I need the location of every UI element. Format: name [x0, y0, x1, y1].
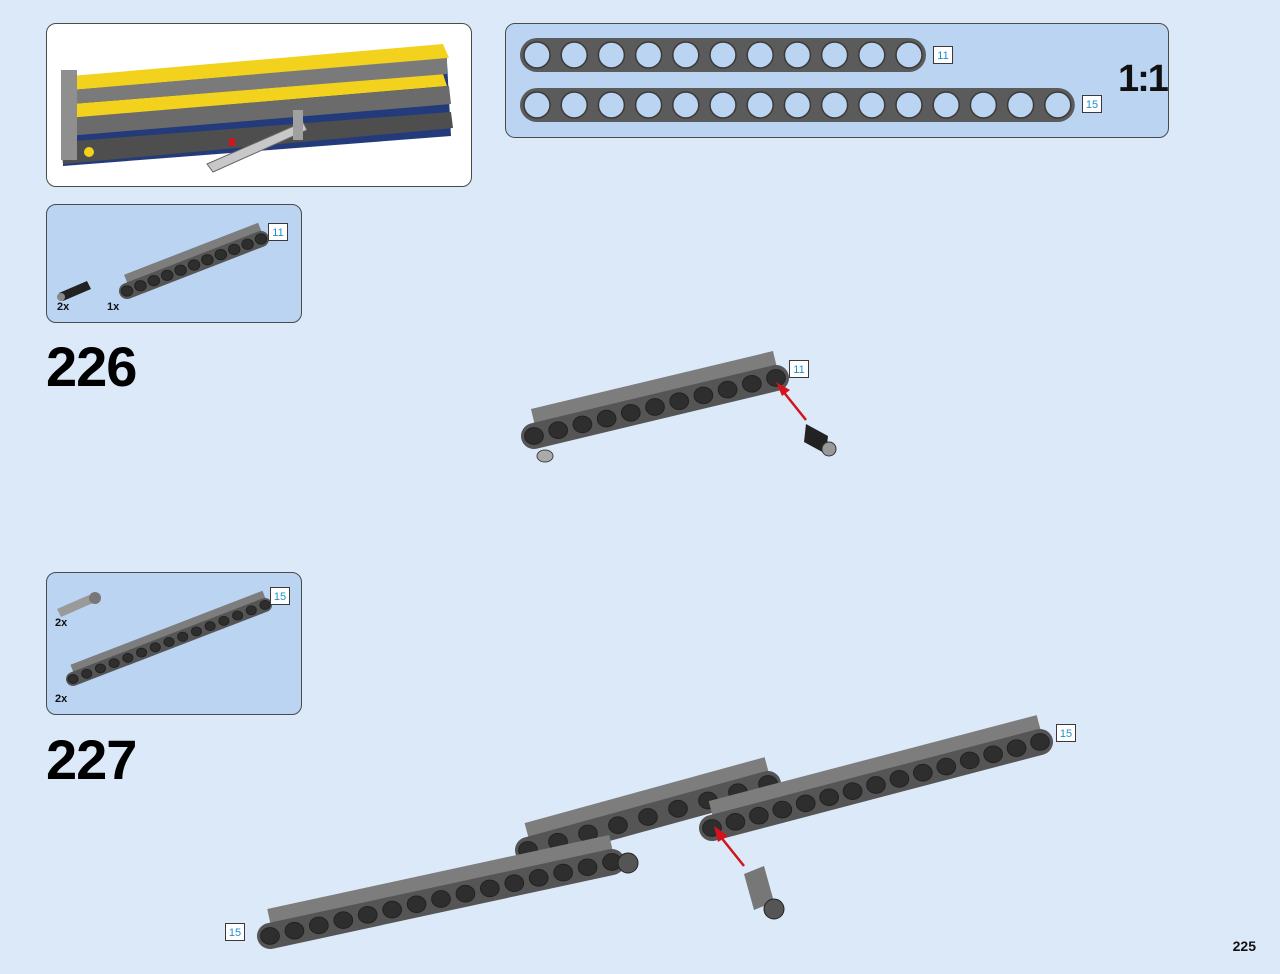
beam-15: [66, 590, 272, 686]
beam-hole: [895, 41, 923, 69]
beam-length-label-11: 11: [933, 46, 953, 64]
callout-length-label-15-right: 15: [1056, 724, 1076, 742]
page-number: 225: [1232, 938, 1256, 954]
axle-pin-grey-icon: [57, 592, 101, 617]
beam-hole: [895, 91, 923, 119]
beam-hole: [709, 91, 737, 119]
beam-hole: [858, 41, 886, 69]
beam-length-label-15: 15: [1082, 95, 1102, 113]
scale-beams: [520, 38, 1075, 122]
parts-227-image: [57, 590, 272, 686]
insert-arrow: [719, 835, 745, 867]
beam-15-icon: [66, 590, 272, 686]
beam-hole: [820, 91, 849, 119]
insert-arrow: [781, 389, 807, 421]
callout-length-label-15-left: 15: [225, 923, 245, 941]
beam-hole: [523, 91, 551, 119]
parts-226-image: [57, 222, 269, 301]
parts-list-227: 15 2x 2x: [46, 572, 302, 715]
beam-hole: [523, 41, 551, 69]
assembly-beam-11: [521, 351, 789, 449]
part-length-label: 15: [270, 587, 290, 605]
scale-reference-panel: 11 15 1:1: [505, 23, 1169, 138]
beam-11: [119, 222, 269, 299]
beam-hole: [1006, 91, 1035, 119]
beam-hole: [634, 41, 663, 69]
beam-11-icon: [119, 222, 269, 299]
callout-length-label-11: 11: [789, 360, 809, 378]
assembly-beam-right: [699, 715, 1053, 841]
beam-hole: [820, 41, 849, 69]
beam-hole: [597, 41, 626, 69]
step-number-227: 227: [46, 728, 137, 791]
beam-hole: [560, 91, 588, 119]
part-length-label: 11: [268, 223, 288, 241]
beam-hole: [560, 41, 588, 69]
step-number-226: 226: [46, 335, 137, 398]
beam-hole: [858, 91, 886, 119]
beam-hole: [672, 91, 700, 119]
pin-end-icon: [617, 852, 639, 874]
parts-list-226: 11 2x 1x: [46, 204, 302, 323]
scale-label: 1:1: [1118, 58, 1169, 100]
assembly-preview-image: [61, 44, 453, 173]
beam-hole: [634, 91, 663, 119]
part-qty-pins: 2x: [57, 301, 70, 313]
beam-hole: [672, 41, 700, 69]
part-qty-pins: 2x: [55, 617, 68, 629]
beam-hole: [746, 41, 774, 69]
beam-hole: [746, 91, 774, 119]
beam-hole: [1044, 91, 1072, 119]
beam-hole: [969, 91, 998, 119]
part-qty-beam: 1x: [107, 301, 120, 313]
beam-hole: [783, 91, 812, 119]
beam-hole: [932, 91, 960, 119]
axle-pin-icon: [744, 866, 774, 910]
beam-hole: [783, 41, 812, 69]
assembly-preview-panel: [46, 23, 472, 187]
axle-pin-black-icon: [57, 281, 91, 301]
part-qty-beams: 2x: [55, 693, 68, 705]
beam-hole: [597, 91, 626, 119]
beam-hole: [709, 41, 737, 69]
assembly-beam-left: [257, 834, 625, 949]
pin-end-icon: [536, 449, 554, 463]
